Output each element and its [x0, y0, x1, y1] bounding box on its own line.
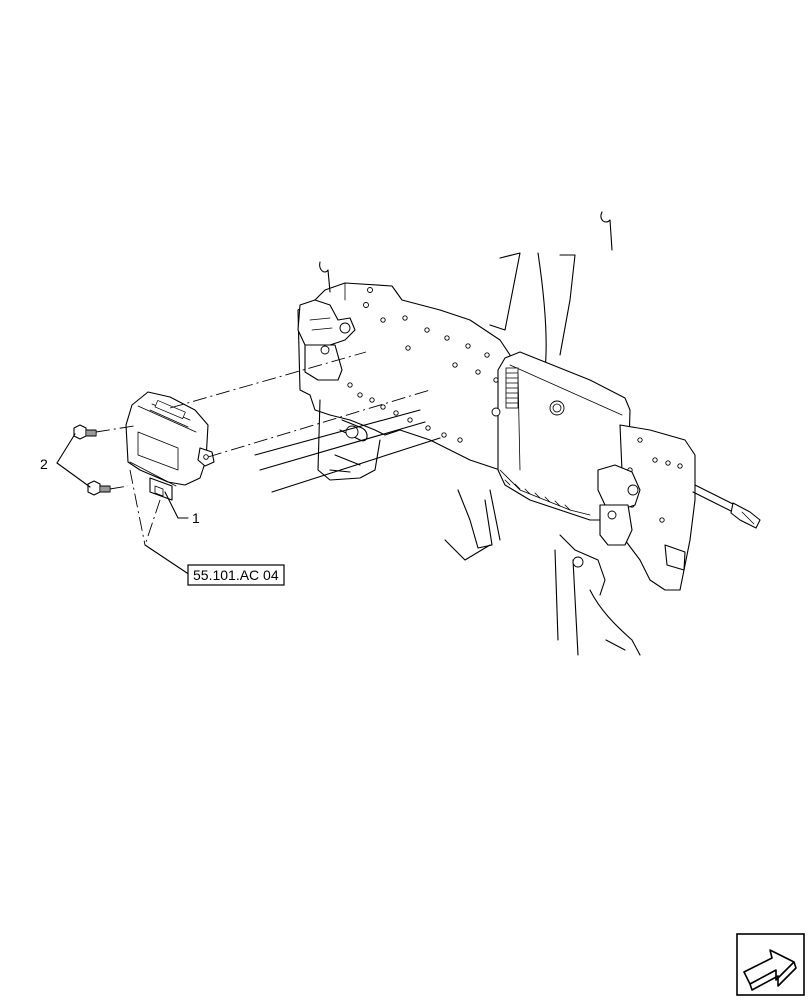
assembly-lines: [95, 351, 431, 546]
callout-item-1: 1: [192, 510, 200, 526]
reference-box[interactable]: 55.101.AC 04: [187, 564, 285, 586]
leader-lines: [56, 433, 191, 576]
cab-frame-structure: [254, 211, 761, 656]
wire-harness: [692, 484, 761, 529]
bolt-upper: [73, 424, 97, 440]
ecu-connector-pins: [499, 367, 591, 516]
right-hinge-clamp: [597, 211, 641, 546]
reference-label: 55.101.AC 04: [193, 567, 279, 583]
left-hinge-clamp: [297, 261, 356, 381]
next-page-arrow-icon[interactable]: [736, 933, 805, 996]
bracket-holes: [347, 287, 499, 443]
bolt-lower: [87, 480, 111, 496]
bolts-part-2: [73, 424, 111, 496]
callout-item-2: 2: [40, 456, 48, 472]
ecu-module: [491, 351, 696, 596]
control-module-part-1: [125, 391, 215, 501]
